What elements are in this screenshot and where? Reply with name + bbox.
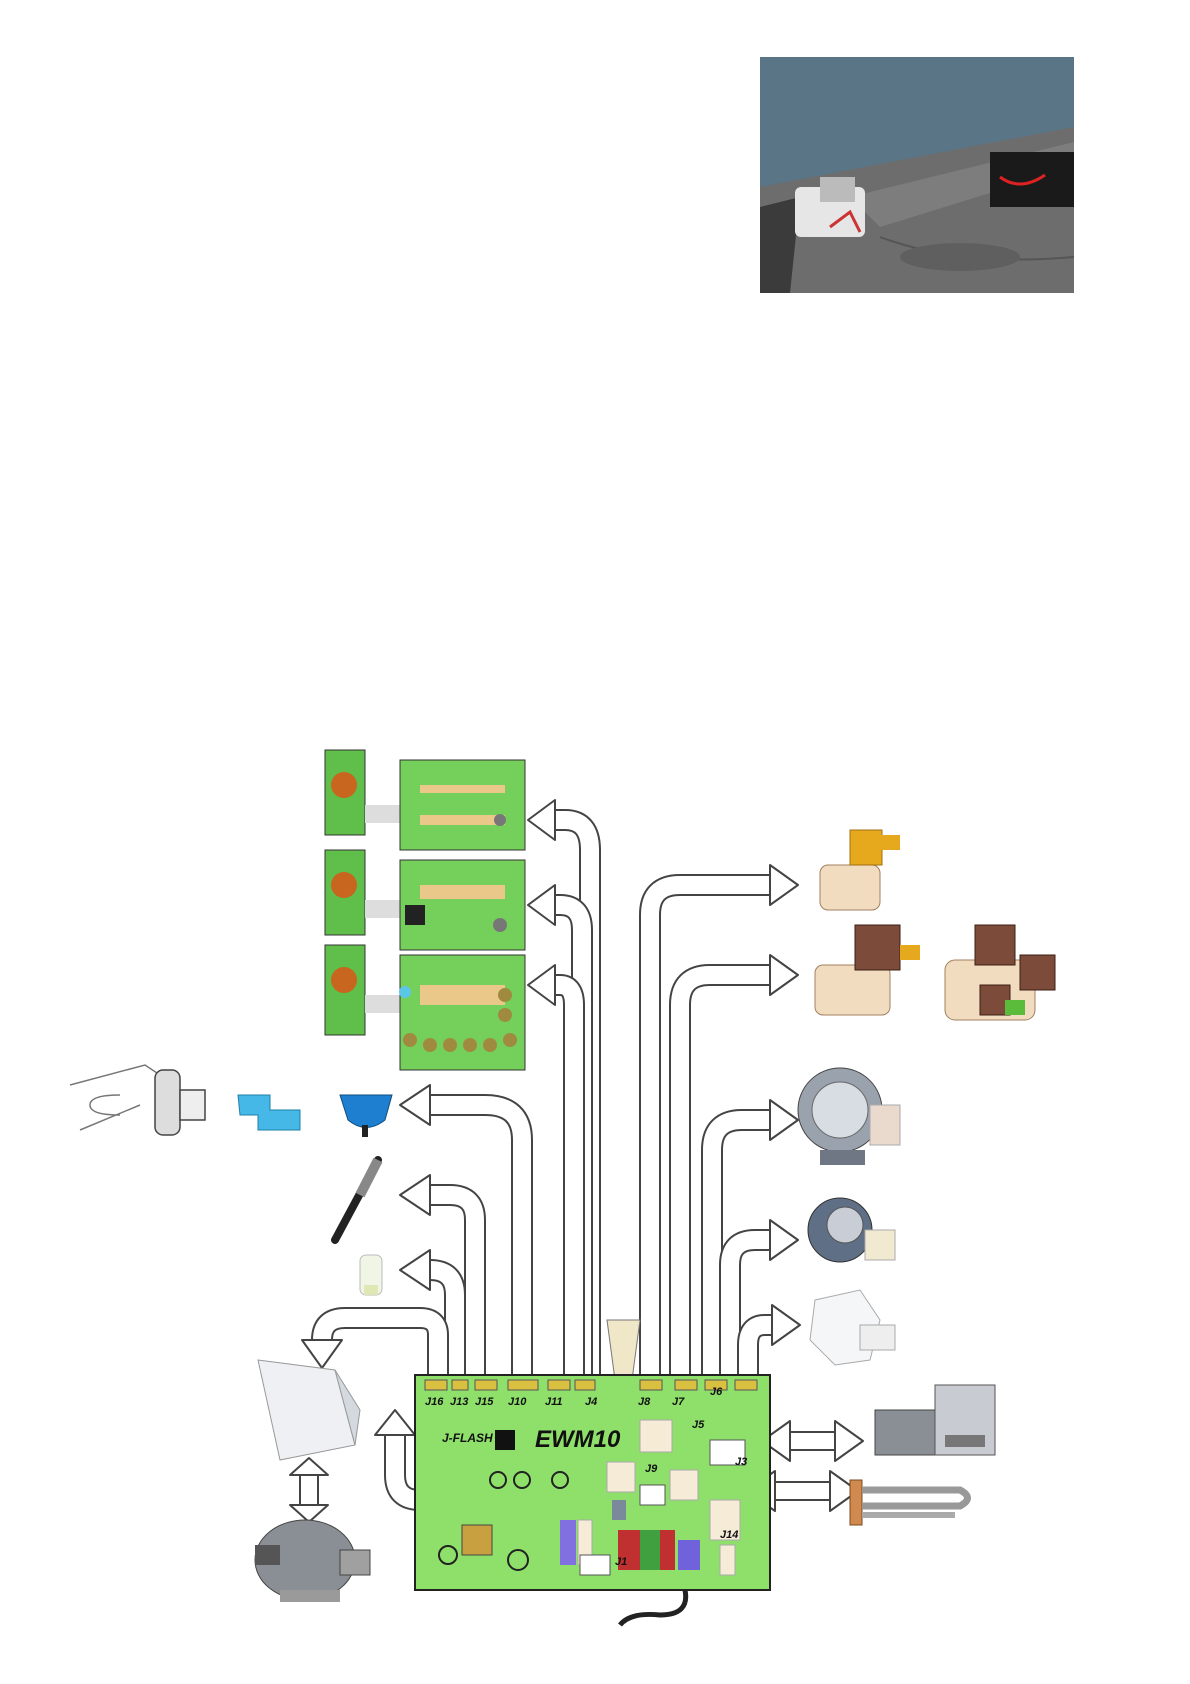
heating-element-icon [850,1480,968,1525]
valve-2 [815,925,920,1015]
connector-label-j1: J1 [615,1556,627,1568]
arrow-to-pump-3 [748,1305,800,1380]
connector-label-j9: J9 [645,1463,658,1475]
connector-label-j11: J11 [545,1396,563,1408]
arrow-dispenser-motor [290,1458,328,1522]
connector-label-j16: J16 [425,1396,444,1408]
valve-3 [945,925,1055,1020]
connector-label-j7: J7 [672,1396,685,1408]
connector-label-j10: J10 [508,1396,527,1408]
valve-1 [820,830,900,910]
pressure-switch-icon [340,1095,392,1137]
dispenser-icon [258,1360,360,1460]
connector-label-j15: J15 [475,1396,494,1408]
filter-icon [360,1255,382,1295]
solenoid-valve-icon [815,830,1055,1020]
connector-label-j4: J4 [585,1396,597,1408]
pump-2 [808,1198,895,1262]
arrow-to-interface-board-3 [528,965,574,1380]
ntc-sensor-icon [335,1160,378,1240]
connector-label-j13: J13 [450,1396,468,1408]
interface-board-1 [325,750,525,850]
connector-label-j3: J3 [735,1456,747,1468]
connector-label-j6: J6 [710,1386,723,1398]
connector-label-j14: J14 [720,1529,738,1541]
interface-board-3 [325,945,525,1070]
connector-label-j5: J5 [692,1419,705,1431]
board-name-label: EWM10 [535,1426,621,1453]
connector-label-j8: J8 [638,1396,651,1408]
connector-clip-icon [238,1095,300,1130]
motor-icon [255,1520,370,1602]
interface-board-icon [325,750,525,1070]
heating-element-sketch [70,1065,205,1135]
pump-3 [810,1290,895,1365]
arrow-door-lock [762,1421,863,1461]
drain-pump-icon [798,1068,900,1365]
interface-board-2 [325,850,525,950]
door-lock-icon [875,1385,995,1455]
pump-1 [798,1068,900,1165]
jflash-label: J-FLASH [442,1431,493,1445]
